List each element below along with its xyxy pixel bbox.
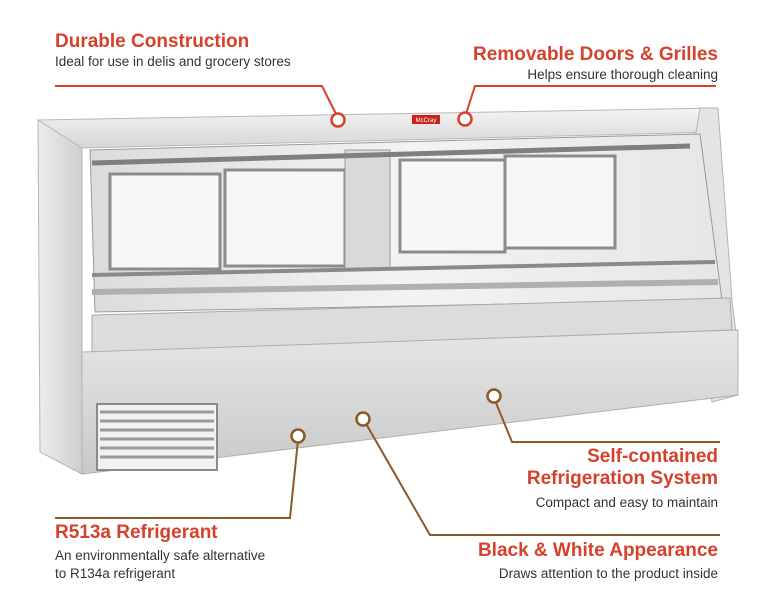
- callout-desc: Ideal for use in delis and grocery store…: [55, 54, 291, 69]
- callout-refrigerant: R513a Refrigerant An environmentally saf…: [55, 522, 265, 583]
- callout-desc-line1: An environmentally safe alternative: [55, 548, 266, 563]
- display-window: [89, 133, 723, 313]
- callout-appearance: Black & White Appearance Draws attention…: [478, 540, 718, 583]
- marker-durable-construction: [330, 112, 346, 128]
- callout-desc: Compact and easy to maintain: [535, 495, 718, 510]
- case-left-panel: [37, 119, 83, 475]
- case-base: [81, 329, 739, 475]
- callout-desc: Helps ensure thorough cleaning: [527, 67, 718, 82]
- marker-appearance: [355, 411, 371, 427]
- callout-desc-line2: to R134a refrigerant: [55, 566, 176, 581]
- callout-title: Black & White Appearance: [477, 540, 718, 561]
- callout-title: R513a Refrigerant: [55, 522, 218, 543]
- callout-leaders: [55, 85, 720, 536]
- callout-durable-construction: Durable Construction Ideal for use in de…: [55, 31, 291, 71]
- callout-title: Removable Doors & Grilles: [473, 44, 718, 65]
- callout-title-line2: Refrigeration System: [526, 468, 718, 489]
- brand-badge: McCray: [412, 115, 440, 124]
- marker-refrigeration-system: [486, 388, 502, 404]
- callout-title-line1: Self-contained: [587, 446, 718, 467]
- svg-text:McCray: McCray: [416, 118, 437, 124]
- marker-refrigerant: [290, 428, 306, 444]
- callout-markers: [290, 111, 502, 444]
- marker-removable-doors: [457, 111, 473, 127]
- callout-refrigeration-system: Self-contained Refrigeration System Comp…: [527, 446, 718, 512]
- callout-title: Durable Construction: [55, 31, 250, 52]
- callout-desc: Draws attention to the product inside: [498, 566, 718, 581]
- compressor-grille: [96, 403, 218, 471]
- callout-removable-doors: Removable Doors & Grilles Helps ensure t…: [473, 44, 718, 84]
